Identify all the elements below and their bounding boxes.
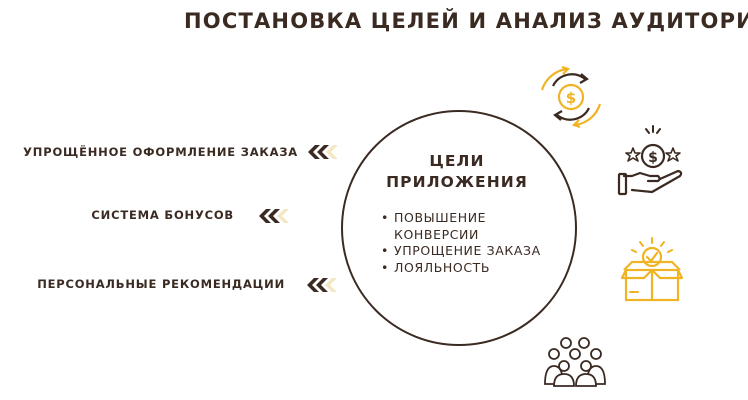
goals-list-item: УПРОЩЕНИЕ ЗАКАЗА: [379, 243, 541, 260]
goals-title: ЦЕЛИ ПРИЛОЖЕНИЯ: [382, 151, 532, 193]
page-title: ПОСТАНОВКА ЦЕЛЕЙ И АНАЛИЗ АУДИТОРИИ: [184, 9, 748, 33]
svg-text:$: $: [566, 89, 576, 107]
chevron-arrow-icon: [308, 145, 338, 159]
gift-box-check-icon: [620, 237, 684, 302]
goals-circle: [341, 110, 577, 346]
hand-coin-stars-icon: $: [617, 125, 683, 196]
feature-label-recommendations: ПЕРСОНАЛЬНЫЕ РЕКОМЕНДАЦИИ: [37, 277, 285, 291]
goals-title-line-2: ПРИЛОЖЕНИЯ: [386, 173, 528, 191]
money-cycle-icon: $: [540, 66, 602, 128]
goals-list-item: ЛОЯЛЬНОСТЬ: [379, 260, 541, 277]
goals-title-line-1: ЦЕЛИ: [429, 152, 485, 170]
svg-text:$: $: [648, 150, 658, 166]
chevron-arrow-icon: [259, 209, 289, 223]
people-group-icon: [544, 337, 606, 387]
chevron-arrow-icon: [307, 278, 337, 292]
feature-label-checkout: УПРОЩЁННОЕ ОФОРМЛЕНИЕ ЗАКАЗА: [23, 145, 298, 159]
feature-label-bonus: СИСТЕМА БОНУСОВ: [91, 208, 234, 222]
goals-list-item: ПОВЫШЕНИЕ КОНВЕРСИИ: [379, 210, 504, 243]
goals-list: ПОВЫШЕНИЕ КОНВЕРСИИ УПРОЩЕНИЕ ЗАКАЗА ЛОЯ…: [379, 210, 541, 276]
